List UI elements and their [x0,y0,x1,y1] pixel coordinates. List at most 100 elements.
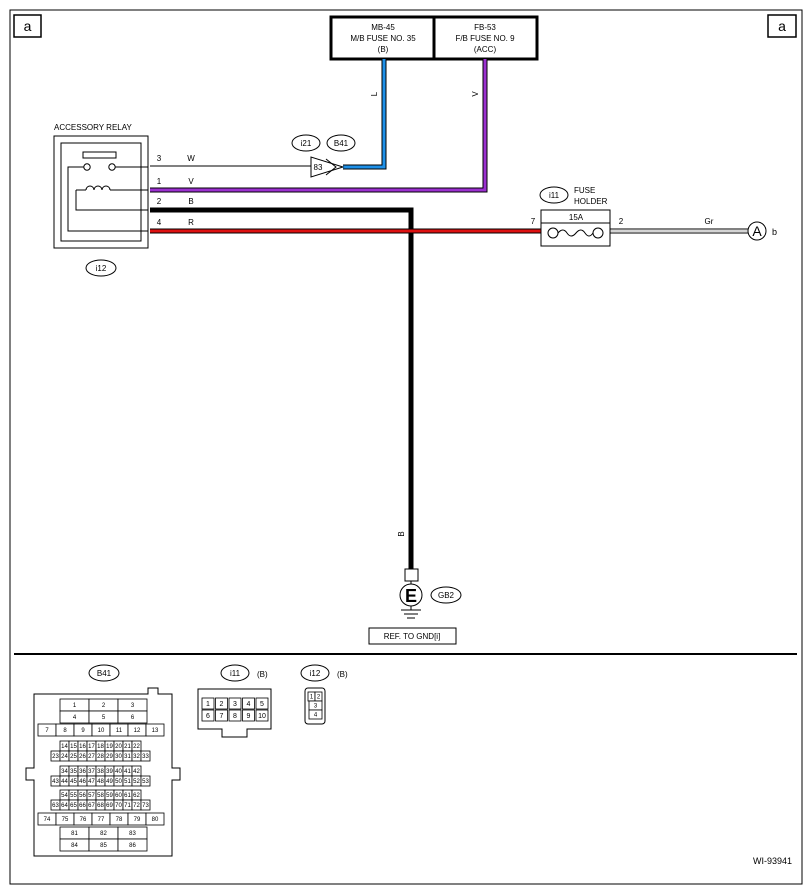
b41-pin-3: 3 [131,703,135,709]
b41-pin-52: 52 [133,779,140,785]
b41-pin-85: 85 [100,843,107,849]
figure-id: WI-93941 [753,856,792,866]
b41-pin-80-cell [145,812,165,826]
i11-pin-2-cell [215,697,228,710]
b41-pin-32: 32 [133,754,140,760]
ground-ref-text: REF. TO GND[i] [384,632,441,641]
b41-pin-61: 61 [124,793,131,799]
b41-pin-73: 73 [142,803,149,809]
b41-pin-86-cell [117,838,148,852]
i11-pin-8: 8 [233,713,237,720]
i11-pin-4-cell [242,697,255,710]
wire-label-gr: Gr [705,217,714,226]
b41-pin-26: 26 [79,754,86,760]
b41-pin-76: 76 [80,817,87,823]
b41-pin-46: 46 [79,779,86,785]
b41-pin-18: 18 [97,744,104,750]
b41-pin-60: 60 [115,793,122,799]
b41-pin-6-cell [117,710,148,724]
b41-pin-33: 33 [142,754,149,760]
b41-pin-6: 6 [131,715,135,721]
b41-pin-45: 45 [70,779,77,785]
b41-pin-81: 81 [71,831,78,837]
i11-pin-1-cell [201,697,215,710]
b41-pin-63: 63 [52,803,59,809]
b41-pin-28: 28 [97,754,104,760]
page-tag-left-text: a [24,18,32,34]
fb-fuse-power: (ACC) [474,45,497,54]
i11-pin-2: 2 [220,701,224,708]
fuse-holder-title-2: HOLDER [574,197,608,206]
b41-pin-41: 41 [124,769,131,775]
b41-pin-42: 42 [133,769,140,775]
b41-pin-4: 4 [73,715,77,721]
b41-pin-27: 27 [88,754,95,760]
wire-label-b: B [397,531,406,536]
b41-pin-57: 57 [88,793,95,799]
b41-view-label: B41 [88,664,120,682]
page-tag-right-text: a [778,18,786,34]
i11-pin-1: 1 [206,701,210,708]
i12-pin-3: 3 [314,704,318,710]
relay-pin-2-color: B [188,197,193,206]
b41-pin-25: 25 [70,754,77,760]
i11-pin-6: 6 [206,713,210,720]
b41-pin-8: 8 [63,728,67,734]
b41-pin-84: 84 [71,843,78,849]
page-tag-left: a [13,14,42,38]
b41-pin-69: 69 [106,803,113,809]
to-a-suffix: b [772,227,777,237]
b41-pin-30: 30 [115,754,122,760]
joint-connector: i21 B41 83 [291,134,356,178]
relay-pin-2: 2 [157,197,162,206]
b41-pin-7: 7 [45,728,49,734]
b41-pin-37: 37 [88,769,95,775]
fuse-holder-label: i11 FUSE HOLDER [539,186,608,206]
b41-pin-21: 21 [124,744,131,750]
fuse-holder: 15A [540,209,611,247]
joint-pin: 83 [314,163,323,172]
joint-connector-b: B41 [334,139,349,148]
i12-pin-1: 1 [310,695,314,701]
fuse-rating: 15A [569,213,584,222]
b41-pin-59: 59 [106,793,113,799]
relay-title: ACCESSORY RELAY [54,123,132,132]
b41-pin-15: 15 [70,744,77,750]
b41-pin-39: 39 [106,769,113,775]
b41-view-label-text: B41 [97,669,112,678]
i11-view-label-text: i11 [230,669,241,678]
b41-pin-14: 14 [61,744,68,750]
b41-pin-54: 54 [61,793,68,799]
b41-pin-51: 51 [124,779,131,785]
b41-pin-43: 43 [52,779,59,785]
i11-pin-10: 10 [258,713,266,720]
b41-pin-23: 23 [52,754,59,760]
relay-pin-1-color: V [188,177,194,186]
relay-pin-4-color: R [188,218,194,227]
i11-pin-7: 7 [220,713,224,720]
ground-code: GB2 [438,591,455,600]
b41-pin-19: 19 [106,744,113,750]
i12-pin-4: 4 [314,713,318,719]
b41-pin-78: 78 [116,817,123,823]
b41-pin-83: 83 [129,831,136,837]
b41-pin-79: 79 [134,817,141,823]
b41-pin-2: 2 [102,703,106,709]
fb-fuse-code: FB-53 [474,23,496,32]
b41-pin-48: 48 [97,779,104,785]
b41-pin-44: 44 [61,779,68,785]
fb-fuse-name: F/B FUSE NO. 9 [455,34,515,43]
b41-pin-47: 47 [88,779,95,785]
wire-black [150,207,414,569]
i11-pin-3: 3 [233,701,237,708]
i12-pin-2: 2 [317,695,321,701]
b41-pin-12: 12 [134,728,141,734]
b41-pin-64: 64 [61,803,68,809]
b41-pin-75: 75 [62,817,69,823]
b41-pin-10: 10 [98,728,105,734]
i12-view-label: i12 (B) [300,664,348,682]
i11-pin-4: 4 [247,701,251,708]
i12-view-label-text: i12 [310,669,321,678]
